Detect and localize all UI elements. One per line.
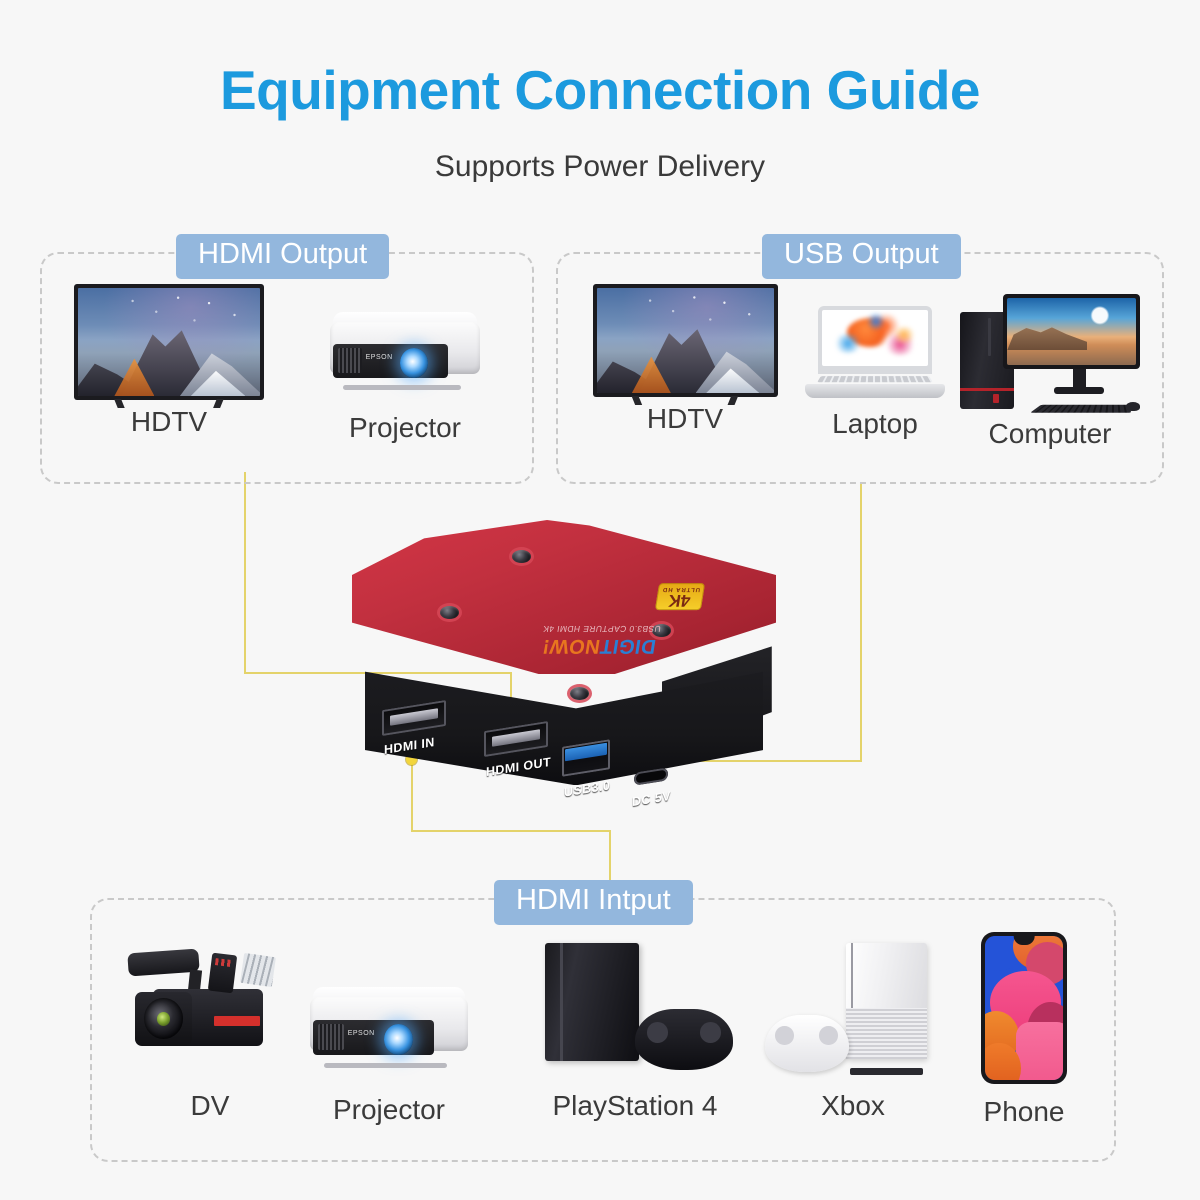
device-cell-laptop: Laptop xyxy=(800,306,950,440)
device-label: PlayStation 4 xyxy=(552,1090,718,1121)
device-cell-playstation: PlayStation 4 xyxy=(520,940,750,1122)
screw-icon xyxy=(440,606,459,619)
screw-icon xyxy=(512,550,531,563)
device-label: DV xyxy=(190,1090,230,1121)
page-title: Equipment Connection Guide xyxy=(219,59,981,121)
capture-card-device: DIGITNOW! USB3.0 CAPTURE HDMI 4K 4K ULTR… xyxy=(352,520,776,836)
television-icon xyxy=(74,284,264,400)
4k-ultra-hd-badge: 4K ULTRA HD xyxy=(654,583,706,611)
device-label: Laptop xyxy=(832,408,918,439)
connector-segment xyxy=(411,760,413,832)
device-label: Projector xyxy=(348,412,462,443)
desktop-computer-icon xyxy=(960,292,1140,416)
device-cell-computer: Computer xyxy=(960,292,1140,450)
device-cell-phone: Phone xyxy=(968,932,1080,1128)
brand-name-secondary: NOW! xyxy=(540,635,602,657)
connector-segment xyxy=(244,672,512,674)
connector-segment xyxy=(244,472,246,674)
device-label: Projector xyxy=(332,1094,446,1125)
port-label-dc-5v: DC 5V xyxy=(632,788,671,810)
device-label: HDTV xyxy=(130,406,208,437)
laptop-icon xyxy=(805,306,945,400)
device-label: Phone xyxy=(983,1096,1065,1127)
connector-segment xyxy=(510,672,512,720)
connector-endpoint-dot xyxy=(406,754,417,765)
panel-badge-hdmi-input: HDMI Intput xyxy=(494,880,693,925)
connector-segment xyxy=(594,760,862,762)
badge-suffix-text: ULTRA HD xyxy=(661,586,701,592)
device-cell-projector-input: EPSON Projector xyxy=(300,972,478,1126)
device-cell-projector-hdmi: EPSON Projector xyxy=(300,298,510,444)
brand-name-primary: DIGIT xyxy=(598,635,658,657)
connector-segment xyxy=(609,830,611,888)
device-label: Xbox xyxy=(821,1090,885,1121)
playstation-console-icon xyxy=(537,940,733,1078)
television-icon xyxy=(592,284,778,397)
device-cell-hdtv-hdmi: HDTV xyxy=(64,284,274,438)
screw-icon xyxy=(652,624,671,637)
page-subtitle: Supports Power Delivery xyxy=(434,150,766,183)
xbox-console-icon xyxy=(765,940,941,1078)
panel-badge-usb-output: USB Output xyxy=(762,234,961,279)
connector-segment xyxy=(411,830,611,832)
connector-segment xyxy=(860,482,862,762)
badge-resolution-text: 4K xyxy=(666,591,692,611)
smartphone-icon xyxy=(981,932,1067,1084)
device-brand-logo: DIGITNOW! USB3.0 CAPTURE HDMI 4K xyxy=(529,624,670,657)
device-cell-hdtv-usb: HDTV xyxy=(590,284,780,435)
panel-badge-hdmi-output: HDMI Output xyxy=(176,234,390,279)
projector-icon: EPSON xyxy=(323,298,487,398)
device-cell-dv: DV xyxy=(110,940,310,1122)
device-label: Computer xyxy=(988,418,1112,449)
projector-icon: EPSON xyxy=(303,972,475,1076)
brand-tagline: USB3.0 CAPTURE HDMI 4K xyxy=(541,624,662,634)
camcorder-icon xyxy=(121,940,299,1076)
device-cell-xbox: Xbox xyxy=(760,940,946,1122)
screw-icon xyxy=(570,687,589,700)
device-label: HDTV xyxy=(646,403,724,434)
